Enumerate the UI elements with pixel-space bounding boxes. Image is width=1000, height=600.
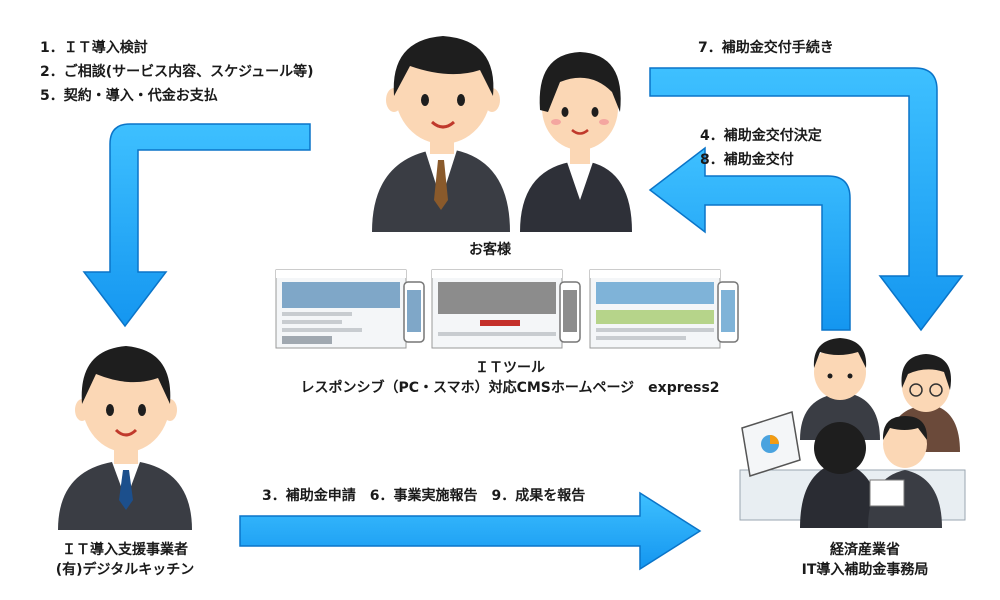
steps-vendor-to-ministry-label: 3．補助金申請 6．事業実施報告 9．成果を報告 bbox=[262, 488, 586, 504]
arrow-vendor-to-ministry bbox=[239, 491, 702, 571]
customer-label: お客様 bbox=[469, 242, 511, 258]
ministry-illustration bbox=[739, 338, 966, 528]
ministry-label-line1: 経済産業省 bbox=[830, 542, 900, 558]
arrow-customer-to-vendor bbox=[82, 123, 311, 328]
it-tool-label-line2: レスポンシブ（PC・スマホ）対応CMSホームページ express2 bbox=[300, 380, 720, 396]
step-7-label: 7．補助金交付手続き bbox=[698, 40, 834, 56]
ministry-label-line2: IT導入補助金事務局 bbox=[801, 562, 929, 578]
it-tool-label-line1: ＩＴツール bbox=[475, 360, 545, 376]
step-4-label: 4．補助金交付決定 bbox=[700, 128, 822, 144]
step-2-label: 2．ご相談(サービス内容、スケジュール等) bbox=[40, 64, 314, 80]
step-5-label: 5．契約・導入・代金お支払 bbox=[40, 88, 218, 104]
arrow-customer-to-ministry bbox=[649, 67, 964, 332]
arrow-ministry-to-customer bbox=[648, 146, 851, 331]
step-1-label: 1．ＩＴ導入検討 bbox=[40, 40, 148, 56]
vendor-label-line1: ＩＴ導入支援事業者 bbox=[62, 542, 188, 558]
vendor-illustration bbox=[58, 346, 192, 530]
customer-illustration bbox=[372, 36, 632, 232]
step-8-label: 8．補助金交付 bbox=[700, 152, 794, 168]
vendor-label-line2: (有)デジタルキッチン bbox=[55, 562, 195, 578]
it-tool-screenshots bbox=[275, 269, 739, 349]
